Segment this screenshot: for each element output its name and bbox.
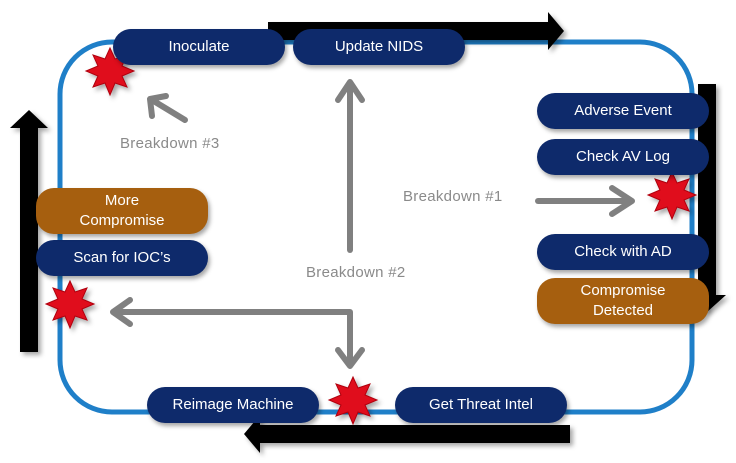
step-label: Update NIDS xyxy=(334,38,424,55)
gray-arrow-icon xyxy=(609,185,635,217)
step-label: Inoculate xyxy=(168,38,230,55)
starburst-icon xyxy=(44,279,96,330)
gray-arrow-icon xyxy=(112,309,353,365)
step-label: Get Threat Intel xyxy=(429,396,533,413)
step-label: More Compromise xyxy=(79,192,165,229)
step-more-compromise: More Compromise xyxy=(36,188,208,234)
gray-arrow-icon xyxy=(147,93,169,119)
flow-arrow-icon xyxy=(10,110,48,352)
gray-arrow-icon xyxy=(149,97,188,123)
gray-arrow-icon xyxy=(110,297,133,327)
step-label: Check AV Log xyxy=(576,148,670,165)
flow-arrow-icon xyxy=(244,415,570,453)
breakdown-label-3: Breakdown #3 xyxy=(120,135,220,152)
step-inoculate: Inoculate xyxy=(113,29,285,65)
breakdown-label-2: Breakdown #2 xyxy=(306,264,406,281)
gray-arrow-icon xyxy=(335,347,365,369)
step-check-av-log: Check AV Log xyxy=(537,139,709,175)
step-get-threat-intel: Get Threat Intel xyxy=(395,387,567,423)
flow-arrow-icon xyxy=(688,84,726,312)
starburst-icon xyxy=(327,375,379,426)
step-check-with-ad: Check with AD xyxy=(537,234,709,270)
step-update-nids: Update NIDS xyxy=(293,29,465,65)
gray-arrow-icon xyxy=(335,79,365,103)
step-label: Compromise Detected xyxy=(580,282,666,319)
step-compromise-detected: Compromise Detected xyxy=(537,278,709,324)
step-reimage-machine: Reimage Machine xyxy=(147,387,319,423)
starburst-icon xyxy=(646,170,698,221)
step-scan-for-iocs: Scan for IOC’s xyxy=(36,240,208,276)
breakdown-label-1: Breakdown #1 xyxy=(403,188,503,205)
step-label: Scan for IOC’s xyxy=(73,249,171,266)
step-label: Adverse Event xyxy=(574,102,672,119)
step-adverse-event: Adverse Event xyxy=(537,93,709,129)
step-label: Check with AD xyxy=(574,243,672,260)
step-label: Reimage Machine xyxy=(172,396,294,413)
